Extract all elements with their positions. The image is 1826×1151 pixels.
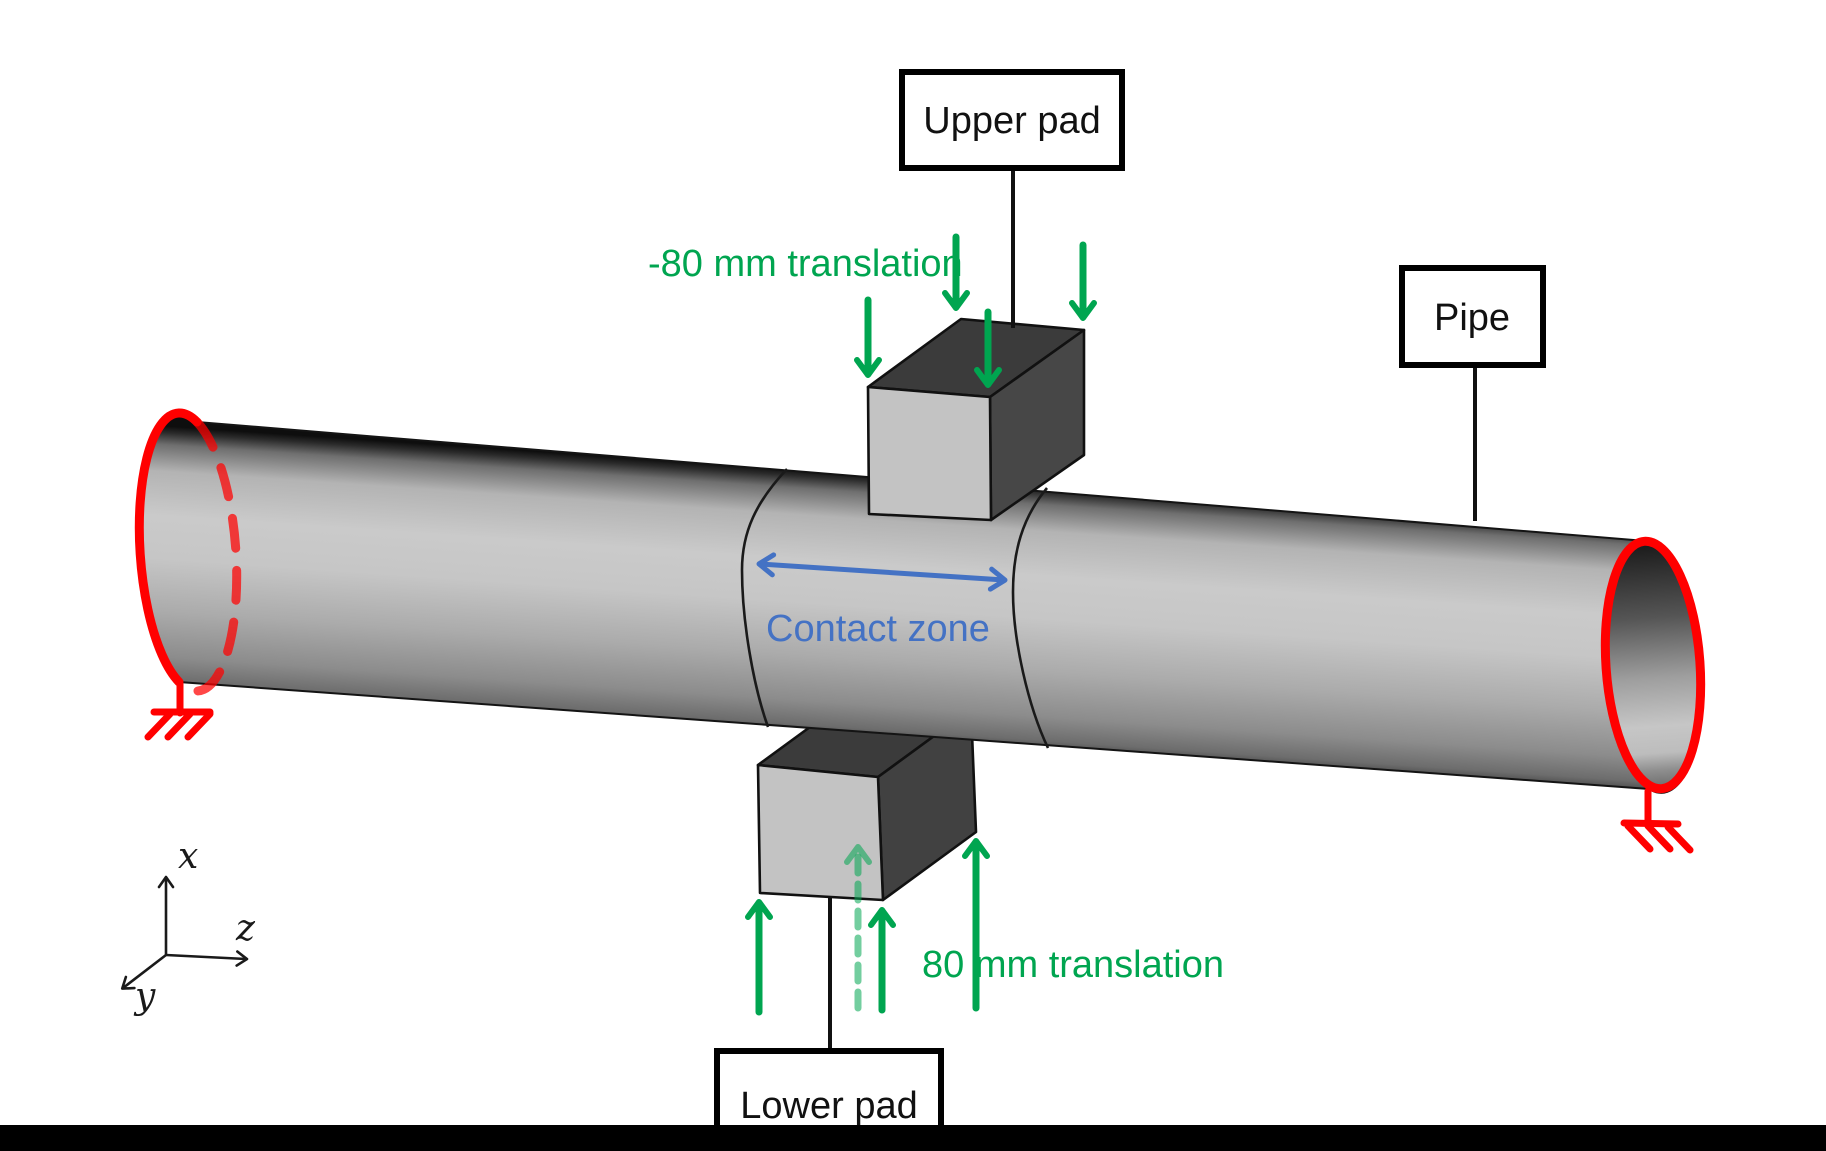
z-axis	[165, 950, 249, 967]
upper-pad-label: Upper pad	[923, 100, 1100, 142]
pipe-label: Pipe	[1434, 297, 1510, 339]
lower-pad-label: Lower pad	[740, 1085, 917, 1127]
coordinate-axes	[120, 875, 249, 990]
left-rim-visible	[134, 408, 202, 687]
lower-translation-label: 80 mm translation	[922, 944, 1224, 986]
z-axis-label: z	[235, 908, 256, 949]
upper-pad	[866, 317, 1086, 522]
y-axis-label: y	[133, 976, 156, 1017]
upper-pad-label-box: Upper pad	[899, 69, 1125, 171]
upper-translation-arrows	[854, 233, 1097, 388]
contact-zone-arrow	[756, 552, 1008, 592]
contact-zone-label: Contact zone	[766, 608, 990, 650]
pipe-right-opening	[1600, 536, 1706, 794]
x-axis-label: x	[178, 836, 198, 877]
lower-translation-arrows	[745, 838, 990, 1016]
upper-translation-label: -80 mm translation	[648, 243, 963, 285]
contact-zone-boundary-right	[1011, 487, 1050, 749]
upper-pad-front-face	[866, 385, 993, 522]
lower-pad-front-face	[756, 763, 885, 902]
fixed-support-right	[1620, 787, 1694, 854]
contact-zone-boundary-left	[740, 468, 788, 728]
y-axis	[120, 953, 167, 990]
fixed-support-left	[144, 680, 214, 741]
pipe-label-box: Pipe	[1399, 265, 1546, 368]
bottom-black-bar	[0, 1125, 1826, 1151]
left-rim-hidden-dashed	[174, 417, 242, 696]
